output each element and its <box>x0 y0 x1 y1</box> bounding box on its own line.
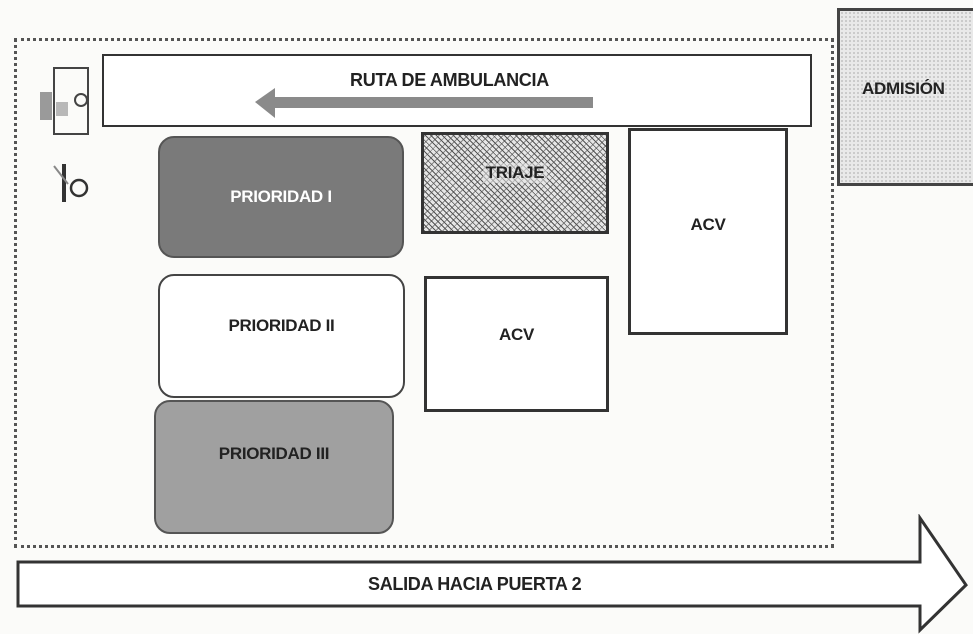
exit-label: SALIDA HACIA PUERTA 2 <box>368 574 582 594</box>
ambulance-icon <box>34 66 92 206</box>
triage-area: TRIAJE <box>421 132 609 234</box>
priority-3-label: PRIORIDAD III <box>218 444 330 463</box>
priority-3-area: PRIORIDAD III <box>154 400 394 534</box>
ambulance-route-arrow <box>255 88 593 118</box>
acv-middle-label: ACV <box>499 325 534 344</box>
ambulance-route-box <box>102 54 812 127</box>
admission-area: ADMISIÓN <box>837 8 973 186</box>
acv-top-label: ACV <box>690 215 726 234</box>
exit-arrow <box>16 514 968 634</box>
priority-1-area: PRIORIDAD I <box>158 136 404 258</box>
priority-2-label: PRIORIDAD II <box>228 316 335 335</box>
ambulance-route-label: RUTA DE AMBULANCIA <box>350 70 549 90</box>
acv-area-middle: ACV <box>424 276 609 412</box>
admission-label: ADMISIÓN <box>862 79 945 98</box>
triage-label: TRIAJE <box>482 163 548 183</box>
priority-1-label: PRIORIDAD I <box>230 187 332 206</box>
acv-area-top: ACV <box>628 128 788 335</box>
emergency-zone-boundary <box>14 38 834 548</box>
priority-2-area: PRIORIDAD II <box>158 274 405 398</box>
